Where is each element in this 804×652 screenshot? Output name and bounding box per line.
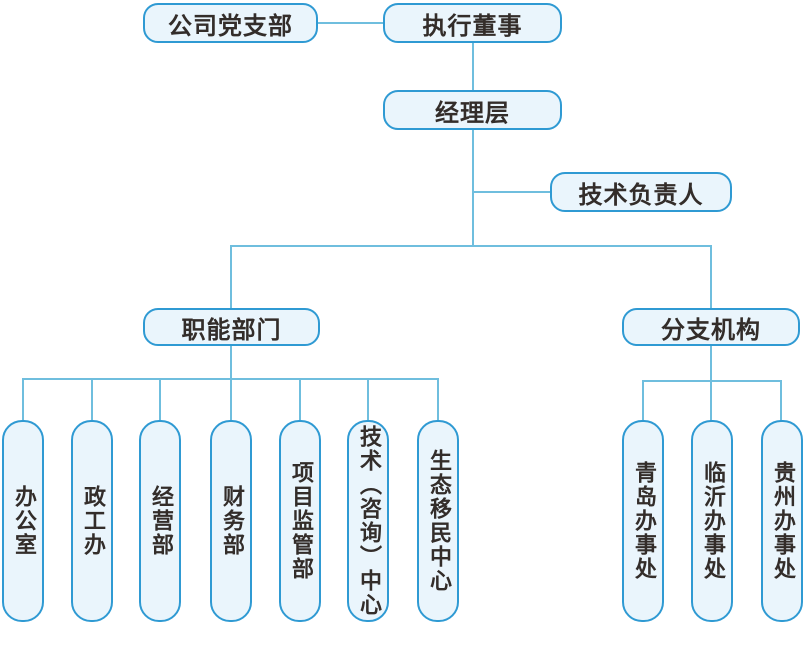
connector-drop-office-1	[642, 380, 644, 422]
connector-branch-stem	[710, 346, 712, 381]
org-node-branch-offices: 分支机构	[622, 308, 800, 346]
org-node-dept-finance: 财务部	[210, 420, 252, 622]
connector-drop-dept-7	[437, 378, 439, 422]
org-node-label: 项目监管部	[288, 461, 313, 581]
org-node-dept-operations: 经营部	[139, 420, 181, 622]
org-node-label: 技术（咨询）中心	[356, 425, 381, 617]
org-node-label: 财务部	[219, 485, 244, 557]
org-node-management-layer: 经理层	[383, 90, 562, 130]
org-node-label: 公司党支部	[168, 11, 293, 40]
org-node-label: 临沂办事处	[700, 461, 725, 581]
connector-drop-dept-5	[299, 378, 301, 422]
org-node-dept-office: 办公室	[2, 420, 44, 622]
connector-to-functional-departments	[230, 245, 232, 309]
org-node-label: 贵州办事处	[770, 461, 795, 581]
org-node-office-qingdao: 青岛办事处	[622, 420, 664, 622]
connector-to-branch-offices	[710, 245, 712, 309]
org-node-label: 生态移民中心	[426, 449, 451, 593]
connector-drop-office-2	[710, 380, 712, 422]
connector-main-split-bus	[230, 245, 712, 247]
connector-drop-dept-1	[22, 378, 24, 422]
org-node-dept-political-work: 政工办	[71, 420, 113, 622]
org-node-label: 分支机构	[661, 315, 761, 344]
org-node-label: 办公室	[11, 485, 36, 557]
connector-drop-dept-3	[159, 378, 161, 422]
org-node-label: 经理层	[435, 98, 510, 127]
connector-functional-stem	[230, 346, 232, 379]
org-node-party-branch: 公司党支部	[143, 3, 318, 43]
org-node-office-linyi: 临沂办事处	[691, 420, 733, 622]
org-node-dept-eco-migration-center: 生态移民中心	[417, 420, 459, 622]
org-node-label: 技术负责人	[578, 180, 704, 209]
org-node-office-guizhou: 贵州办事处	[761, 420, 803, 622]
connector-offices-bus	[642, 380, 782, 382]
connector-drop-office-3	[780, 380, 782, 422]
org-node-dept-project-supervision: 项目监管部	[279, 420, 321, 622]
org-node-executive-director: 执行董事	[383, 3, 562, 43]
org-node-technical-lead: 技术负责人	[550, 172, 732, 212]
connector-management-trunk	[472, 130, 474, 246]
org-node-label: 青岛办事处	[631, 461, 656, 581]
connector-drop-dept-2	[91, 378, 93, 422]
org-node-label: 职能部门	[181, 315, 282, 344]
connector-party-to-director	[318, 22, 383, 24]
org-node-label: 执行董事	[422, 11, 523, 40]
connector-director-to-management	[472, 43, 474, 90]
connector-drop-dept-4	[230, 378, 232, 422]
connector-drop-dept-6	[367, 378, 369, 422]
connector-to-technical-lead	[473, 191, 550, 193]
org-node-dept-technical-consulting-center: 技术（咨询）中心	[347, 420, 389, 622]
org-node-label: 经营部	[148, 485, 173, 557]
org-node-label: 政工办	[80, 485, 105, 557]
org-node-functional-departments: 职能部门	[143, 308, 320, 346]
